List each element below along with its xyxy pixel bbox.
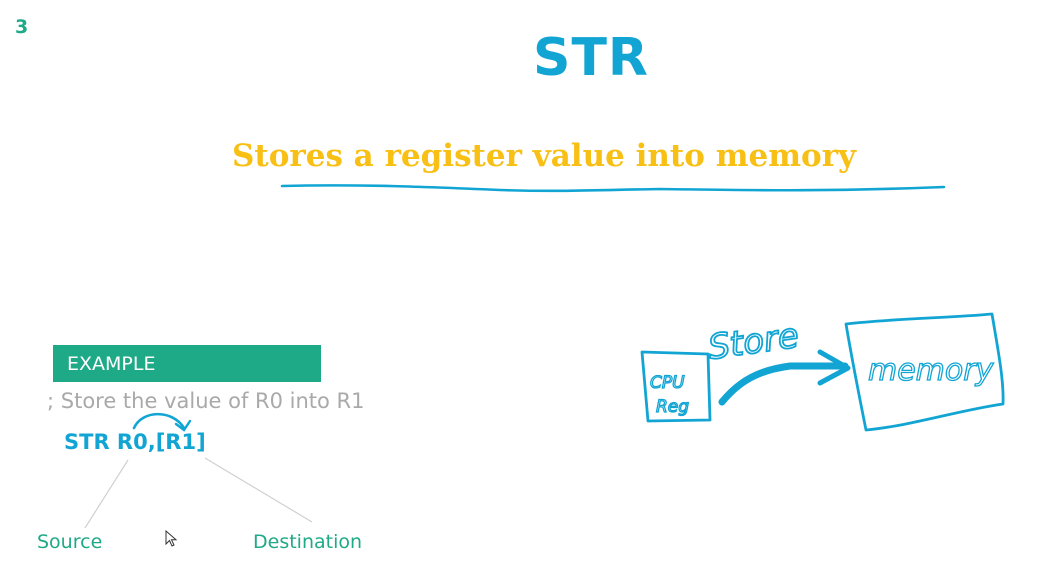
- memory-box: [844, 312, 1005, 432]
- slide-title: STR: [533, 28, 649, 88]
- code-line: STR R0,[R1]: [64, 430, 206, 454]
- handwritten-underline: [280, 184, 946, 193]
- cpu-reg-handwriting: CPU: [650, 373, 685, 393]
- handwritten-arc-arrow: [132, 412, 186, 430]
- source-pointer-line: [84, 459, 129, 529]
- source-label: Source: [37, 531, 103, 553]
- code-comment: ; Store the value of R0 into R1: [47, 389, 365, 413]
- cpu-reg-box: [640, 350, 712, 423]
- destination-pointer-line: [204, 457, 313, 523]
- mouse-cursor-icon: [165, 530, 178, 547]
- store-arrow: [718, 362, 849, 406]
- example-header-label: EXAMPLE: [67, 353, 156, 375]
- example-header-box: EXAMPLE: [53, 345, 321, 382]
- slide-number: 3: [15, 16, 29, 38]
- store-handwriting: Store: [706, 316, 801, 368]
- svg-text:Reg: Reg: [656, 397, 689, 417]
- slide-subtitle: Stores a register value into memory: [232, 138, 857, 174]
- destination-label: Destination: [253, 531, 363, 553]
- memory-handwriting: memory: [868, 353, 995, 388]
